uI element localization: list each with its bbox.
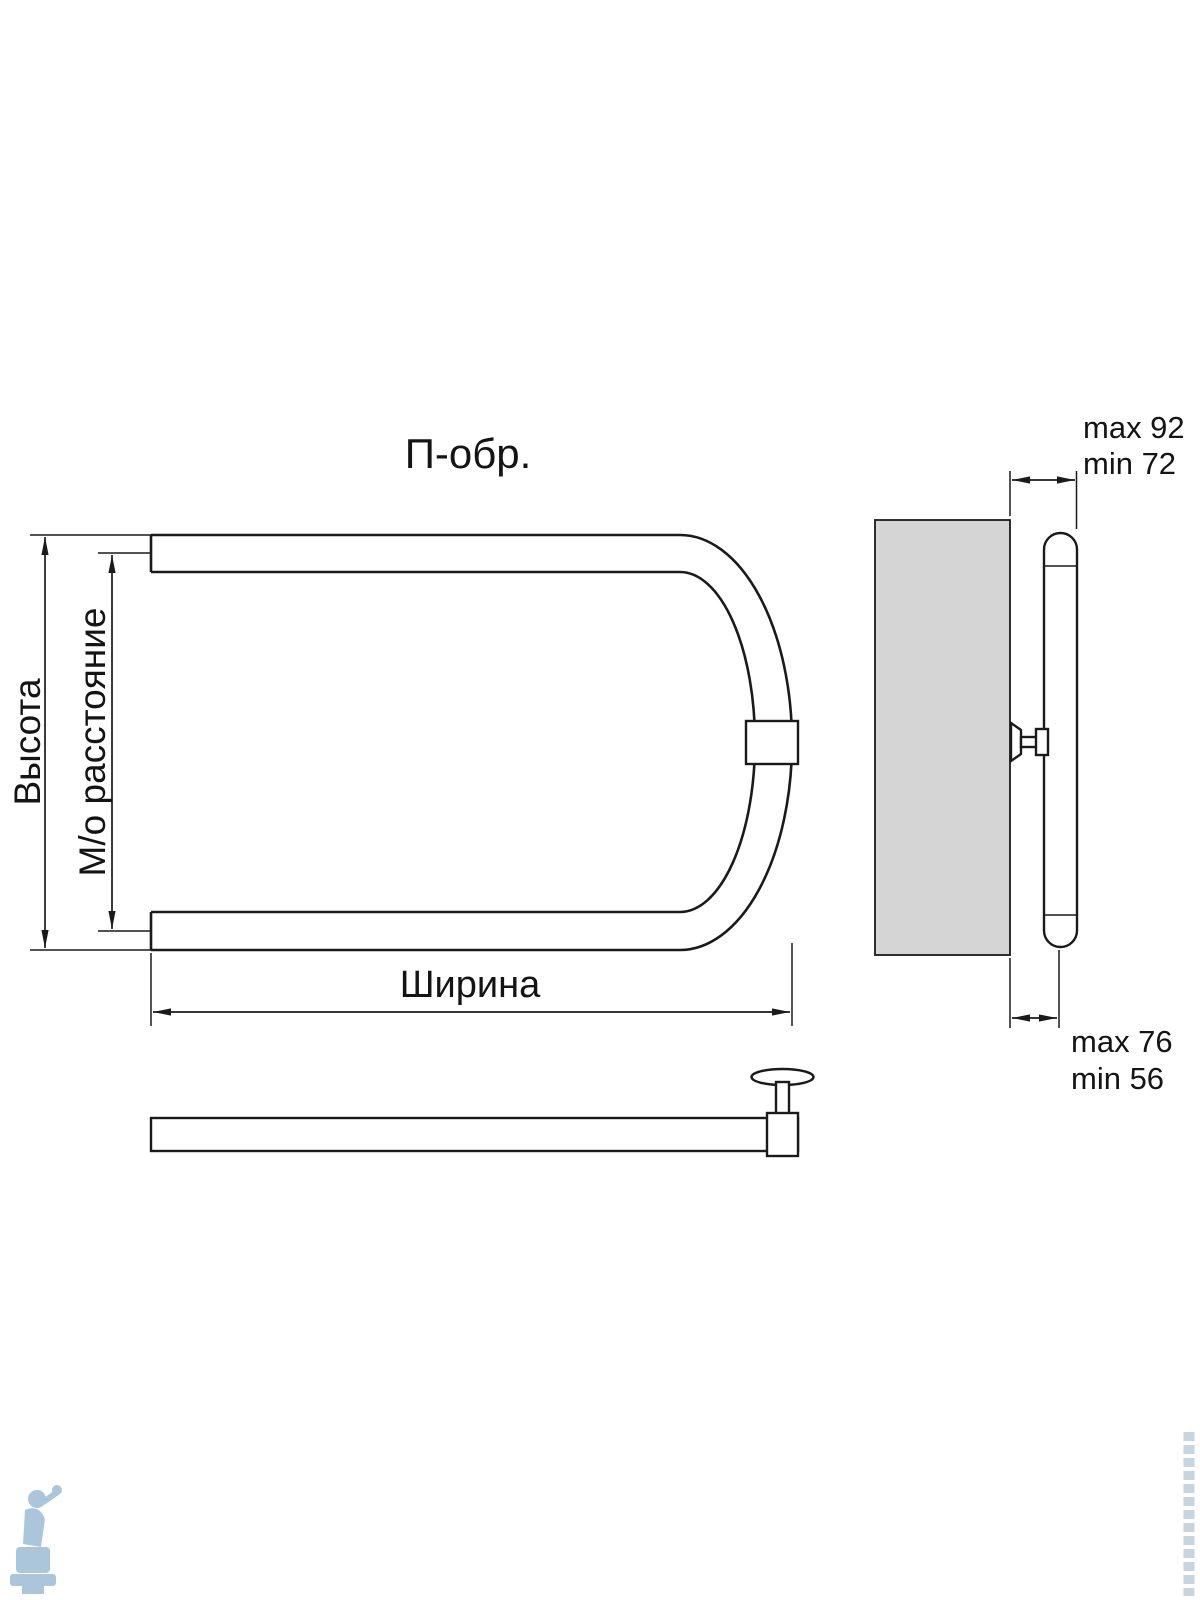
towel-rail-front-outline <box>149 533 800 952</box>
top-view-union-fitting <box>765 1111 800 1158</box>
watermark-logo-plumber <box>10 1485 62 1594</box>
front-view: Высота М/о расстояние Ширина <box>7 533 800 1026</box>
offset-bottom-min-label: min 56 <box>1071 1061 1164 1096</box>
width-dimension: Ширина <box>150 943 793 1026</box>
wall-bracket <box>1009 720 1046 764</box>
toilet-bowl <box>10 1574 56 1586</box>
toilet-tank <box>16 1547 50 1573</box>
offset-top-max-label: max 92 <box>1083 410 1185 445</box>
bracket-nut <box>1034 727 1050 757</box>
offset-bottom-max-label: max 76 <box>1071 1024 1173 1059</box>
center-distance-dimension: М/о расстояние <box>72 552 151 932</box>
side-view: max 92 min 72 max 76 min 56 <box>874 410 1185 1096</box>
offset-top-min-label: min 72 <box>1083 446 1176 481</box>
height-dimension: Высота <box>7 534 151 951</box>
tube-bend-inner-arc <box>679 570 757 914</box>
height-label: Высота <box>7 678 48 805</box>
plumber-head <box>28 1490 46 1508</box>
wall-offset-bottom-dimension: max 76 min 56 <box>1009 950 1173 1096</box>
center-distance-label: М/о расстояние <box>72 608 113 877</box>
plumber-body <box>23 1508 45 1547</box>
tube-union-fitting <box>744 719 800 766</box>
wall-offset-top-dimension: max 92 min 72 <box>1009 410 1185 529</box>
wall-section <box>874 519 1011 956</box>
plumber-plunger <box>52 1485 62 1495</box>
bracket-flange <box>1009 720 1023 764</box>
top-view <box>149 1067 815 1158</box>
drawing-title: П-обр. <box>405 430 532 477</box>
toilet-base <box>22 1586 44 1594</box>
top-view-tube <box>149 1116 800 1153</box>
width-label: Ширина <box>400 964 541 1006</box>
valve-stem <box>774 1080 791 1117</box>
